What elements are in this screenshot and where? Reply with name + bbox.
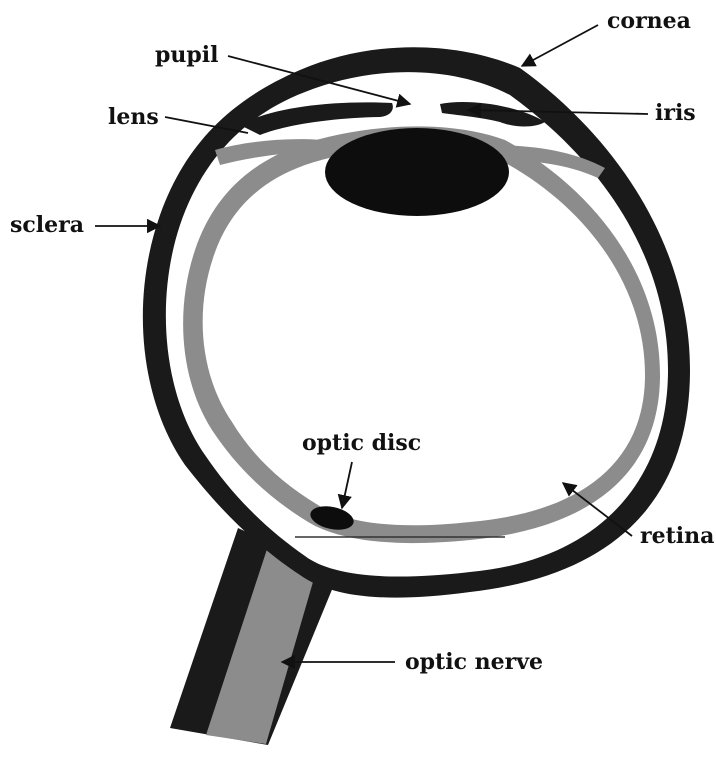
label-pupil: pupil (155, 42, 218, 68)
label-lens: lens (108, 104, 159, 130)
label-retina: retina (640, 523, 714, 549)
label-cornea: cornea (607, 8, 691, 34)
label-iris: iris (655, 100, 696, 126)
lens (325, 128, 509, 216)
label-optic-nerve: optic nerve (405, 649, 543, 675)
cornea-leader (522, 25, 598, 66)
label-sclera: sclera (10, 212, 84, 238)
label-optic-disc: optic disc (302, 430, 421, 456)
